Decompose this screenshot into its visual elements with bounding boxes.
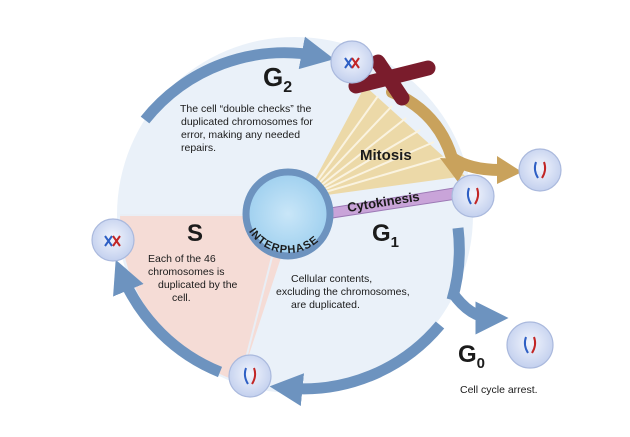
cell-right-upper (518, 148, 562, 192)
s-description: Each of the 46 chromosomes is duplicated… (148, 253, 240, 304)
chromosome-icon (523, 336, 537, 354)
mitosis-label: Mitosis (360, 147, 412, 164)
chromosome-icon (104, 235, 121, 247)
g2-description: The cell “double checks” the duplicated … (180, 103, 316, 154)
g0-arrow (447, 288, 509, 335)
checkpoint-x-icon (348, 54, 436, 106)
cycle-ring (113, 36, 465, 407)
chromosome-icon (243, 367, 257, 385)
cell-top (330, 40, 374, 84)
chromosome-icon (344, 57, 360, 69)
chromosome-icon (466, 187, 480, 205)
g1-description: Cellular contents, excluding the chromos… (276, 273, 413, 311)
g1-label: G1 (372, 220, 399, 251)
mitosis-arrowhead-down (440, 158, 470, 182)
cell-bottom (228, 354, 272, 398)
cell-g0 (506, 321, 554, 369)
mitosis-fan (305, 86, 465, 198)
g2-label: G2 (263, 62, 292, 96)
s-label: S (187, 220, 203, 247)
cell-right-lower (451, 174, 495, 218)
chromosome-icon (533, 161, 547, 179)
mitosis-arrowhead-right (497, 156, 522, 184)
interphase-hub (242, 168, 334, 260)
g0-label: G0 (458, 341, 485, 372)
g0-description: Cell cycle arrest. (460, 384, 538, 396)
cell-left (91, 218, 135, 262)
